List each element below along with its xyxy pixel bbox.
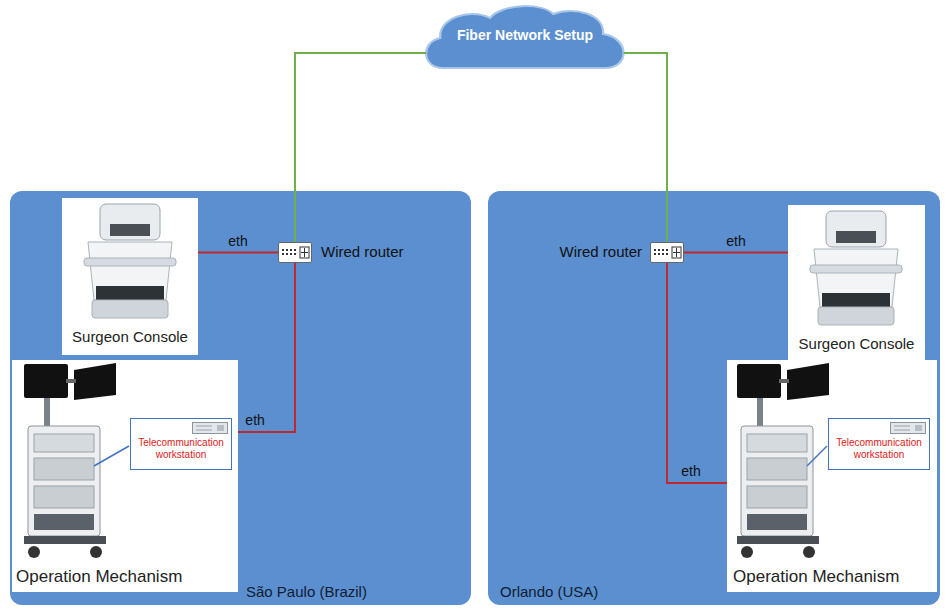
node-label: Wired router bbox=[559, 243, 642, 261]
edge-label-holder: eth bbox=[681, 463, 700, 480]
network-cable bbox=[295, 53, 426, 242]
node-label: Telecommunication workstation bbox=[832, 437, 926, 461]
node-label: Operation Mechanism bbox=[733, 567, 899, 587]
node-label: Fiber Network Setup bbox=[457, 27, 593, 44]
router-icon bbox=[654, 247, 681, 258]
network-cable bbox=[624, 53, 667, 242]
edge-label-holder: eth bbox=[245, 412, 264, 429]
cloud-shape bbox=[426, 6, 623, 68]
network-cloud: Fiber Network Setup bbox=[420, 2, 630, 74]
node-label: Telecommunication workstation bbox=[134, 437, 228, 461]
leader-line bbox=[94, 446, 129, 466]
node-label: Orlando (USA) bbox=[500, 583, 598, 601]
node-label: São Paulo (Brazil) bbox=[246, 583, 367, 601]
surgeon-console-picture bbox=[84, 204, 176, 318]
edge-label-holder: eth bbox=[228, 233, 247, 250]
workstation-picture bbox=[193, 423, 228, 434]
edge-label-holder: eth bbox=[726, 233, 745, 250]
surgeon-console-picture bbox=[810, 211, 902, 325]
node-label: Operation Mechanism bbox=[16, 567, 182, 587]
network-cable bbox=[198, 252, 278, 254]
node-label: Surgeon Console bbox=[72, 328, 188, 346]
edge-label: eth bbox=[681, 463, 700, 480]
leader-line bbox=[807, 446, 827, 466]
router-icon bbox=[282, 247, 309, 258]
node-label: Wired router bbox=[321, 243, 404, 261]
edge-label: eth bbox=[245, 412, 264, 429]
network-cable bbox=[667, 263, 727, 483]
edge-label: eth bbox=[726, 233, 745, 250]
workstation-picture bbox=[891, 423, 926, 434]
edge-label: eth bbox=[228, 233, 247, 250]
operation-cart-picture bbox=[737, 363, 829, 558]
network-cable bbox=[238, 263, 295, 432]
node-label: Surgeon Console bbox=[799, 335, 915, 353]
network-cable bbox=[684, 252, 788, 254]
